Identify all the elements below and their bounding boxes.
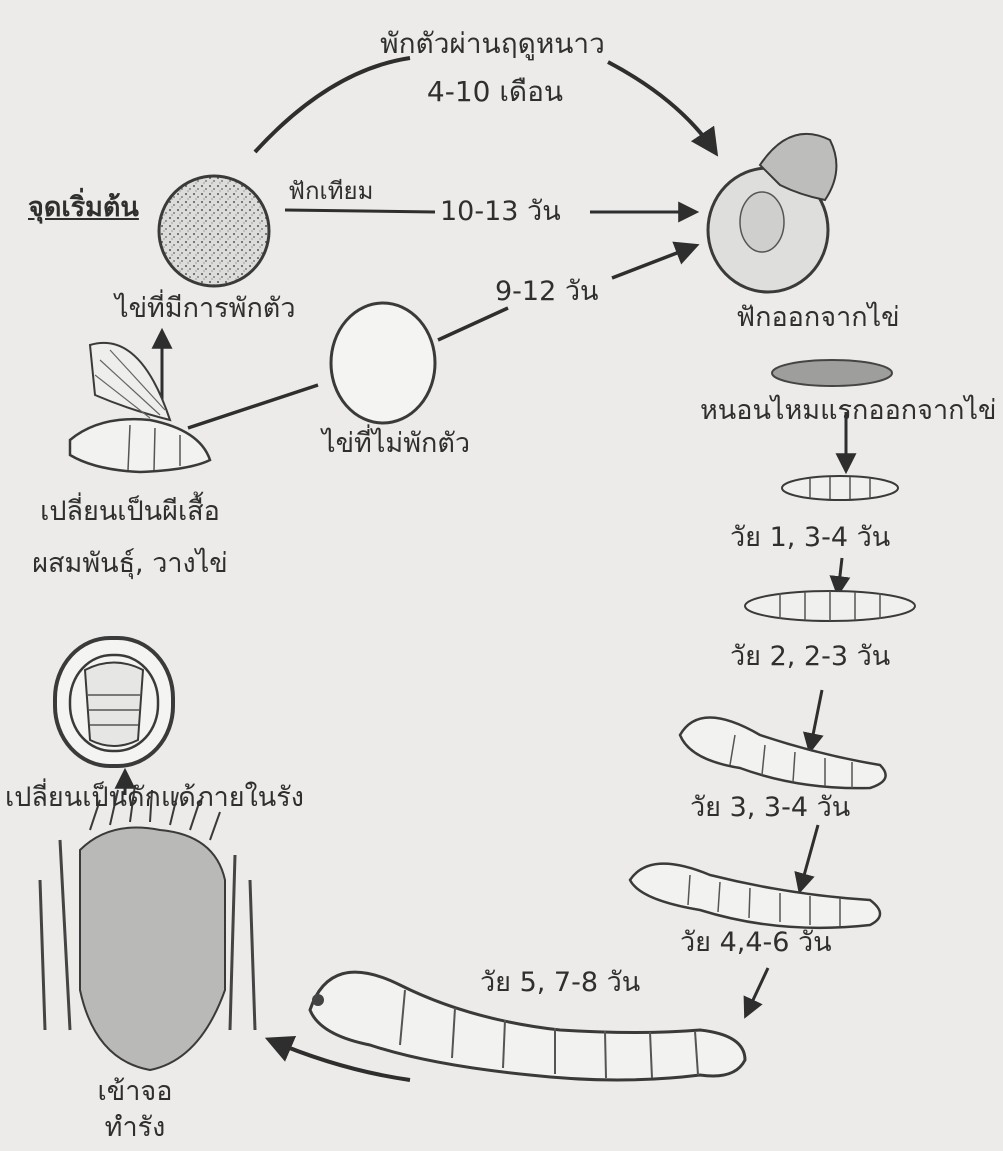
instar1-label: วัย 1, 3-4 วัน (730, 522, 890, 553)
larva-arrow-2 (838, 558, 842, 593)
nondormant-duration-label: 9-12 วัน (495, 276, 598, 307)
cocoon-label-line2: ทำรัง (80, 1112, 190, 1143)
hatch-label: ฟักออกจากไข่ (736, 302, 900, 333)
cocoon-straw-icon (40, 785, 255, 1070)
nondormant-arrow-head (612, 246, 695, 278)
larva-arrow-4 (800, 825, 818, 890)
dormant-egg-icon (159, 176, 269, 286)
nondormant-egg-icon (331, 303, 435, 423)
larva-arrow-5 (746, 968, 768, 1015)
instar1-larva-icon (782, 476, 898, 500)
nondormant-egg-label: ไข่ที่ไม่พักตัว (322, 428, 470, 459)
instar2-larva-icon (745, 591, 915, 621)
instar3-label: วัย 3, 3-4 วัน (690, 792, 850, 823)
artificial-hatch-arrow (285, 210, 435, 212)
first-larva-label: หนอนไหมแรกออกจากไข่ (700, 395, 997, 426)
hatching-egg-icon (708, 134, 836, 292)
artificial-duration-label: 10-13 วัน (440, 196, 561, 227)
start-point-label: จุดเริ่มต้น (28, 192, 139, 223)
dormant-route-label: พักตัวผ่านฤดูหนาว (380, 28, 605, 60)
pupa-label: เปลี่ยนเป็นดักแด้ภายในรัง (5, 782, 304, 813)
dormancy-arrow-head (608, 62, 715, 152)
first-larva-icon (772, 360, 892, 386)
moth-label-line2: ผสมพันธุ์, วางไข่ (15, 548, 245, 579)
instar3-larva-icon (680, 718, 886, 789)
pupa-in-cocoon-icon (55, 638, 173, 766)
instar2-label: วัย 2, 2-3 วัน (730, 641, 890, 672)
instar5-label: วัย 5, 7-8 วัน (480, 967, 640, 998)
instar4-larva-icon (630, 864, 880, 928)
larva-arrow-3 (810, 690, 822, 750)
artificial-route-label: ฟักเทียม (288, 178, 373, 206)
instar4-label: วัย 4,4-6 วัน (680, 927, 832, 958)
dormant-duration-label: 4-10 เดือน (385, 76, 605, 108)
moth-icon (70, 343, 210, 472)
cocoon-label-line1: เข้าจอ (80, 1076, 190, 1107)
moth-label-line1: เปลี่ยนเป็นผีเสื้อ (15, 496, 245, 527)
moth-to-egg-line (188, 385, 318, 428)
dormant-egg-label: ไข่ที่มีการพักตัว (115, 293, 295, 324)
nondormant-arrow (438, 308, 508, 340)
